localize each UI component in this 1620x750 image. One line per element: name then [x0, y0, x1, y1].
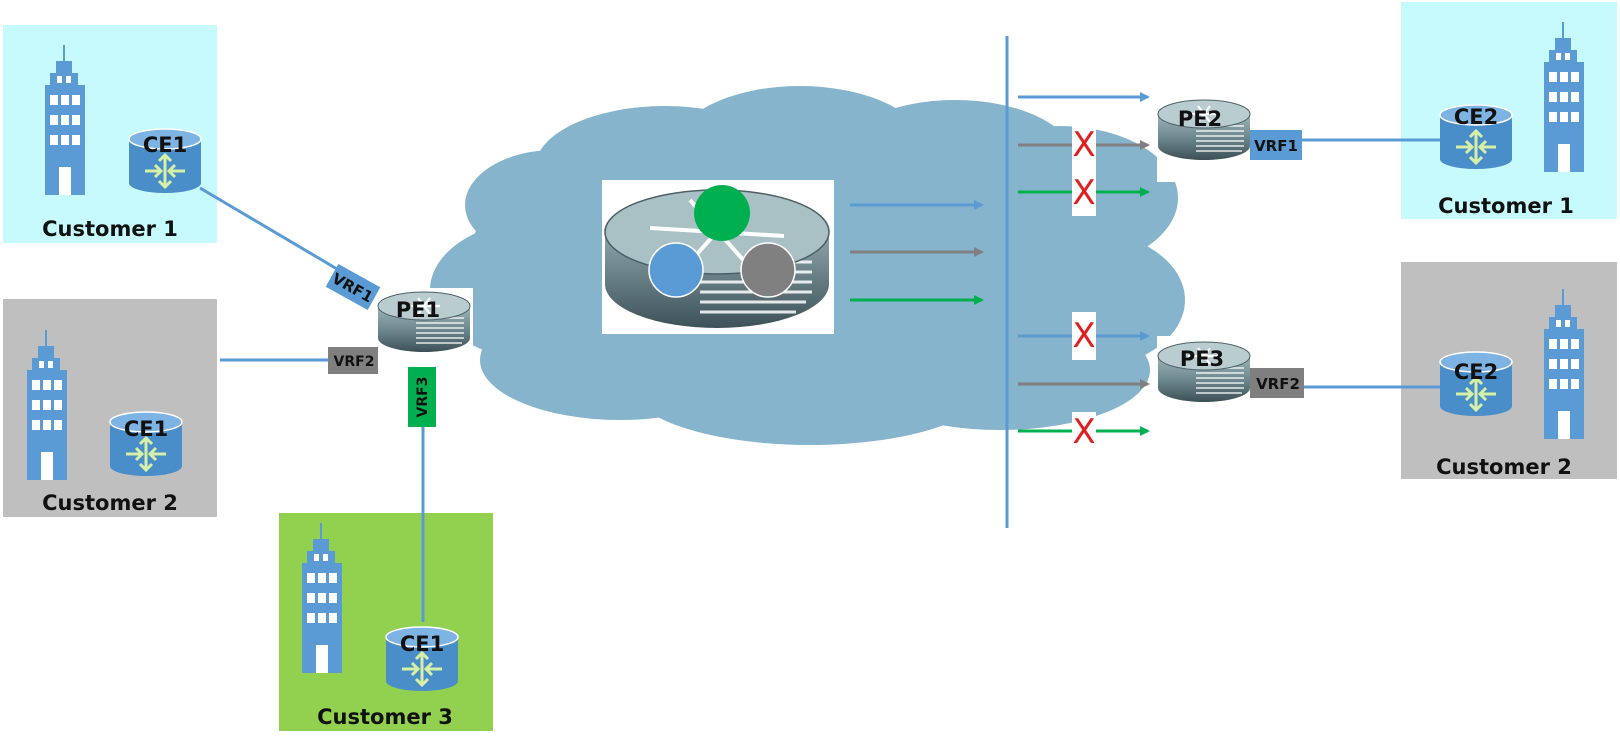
- vrf3-green-circle: [694, 185, 750, 241]
- customer-label: Customer 1: [1438, 194, 1574, 218]
- pe1-label: PE1: [396, 298, 440, 322]
- blocked-mark: X: [1072, 412, 1095, 452]
- customer-label: Customer 3: [317, 705, 453, 729]
- ce-label: CE1: [143, 133, 187, 157]
- links: [199, 138, 1440, 622]
- pe3-label: PE3: [1180, 347, 1224, 371]
- vrf2-gray-circle: [740, 242, 796, 298]
- pe2-label: PE2: [1178, 107, 1222, 131]
- pe2-vrf1-tag: [1250, 130, 1302, 160]
- ce-label: CE2: [1454, 105, 1498, 129]
- pe2-vrf1-tag-label: VRF1: [1254, 137, 1298, 155]
- customer-label: Customer 2: [1436, 455, 1572, 479]
- vrf2-tag-label: VRF2: [334, 354, 375, 370]
- blocked-mark: X: [1072, 173, 1095, 213]
- vrf1-tag: [325, 263, 381, 311]
- pe3-vrf2-tag: [1250, 368, 1304, 398]
- ce-label: CE1: [124, 417, 168, 441]
- vrf2-tag: [328, 347, 378, 374]
- pe3-vrf2-tag-label: VRF2: [1256, 375, 1300, 393]
- vrf3-tag: [408, 367, 436, 427]
- blocked-mark: X: [1072, 316, 1095, 356]
- ce-label: CE2: [1454, 360, 1498, 384]
- ce-label: CE1: [400, 632, 444, 656]
- blocked-mark: X: [1072, 125, 1095, 165]
- customer-label: Customer 1: [42, 217, 178, 241]
- vrf1-blue-circle: [648, 242, 704, 298]
- customer-label: Customer 2: [42, 491, 178, 515]
- vrf3-tag-label: VRF3: [415, 377, 431, 418]
